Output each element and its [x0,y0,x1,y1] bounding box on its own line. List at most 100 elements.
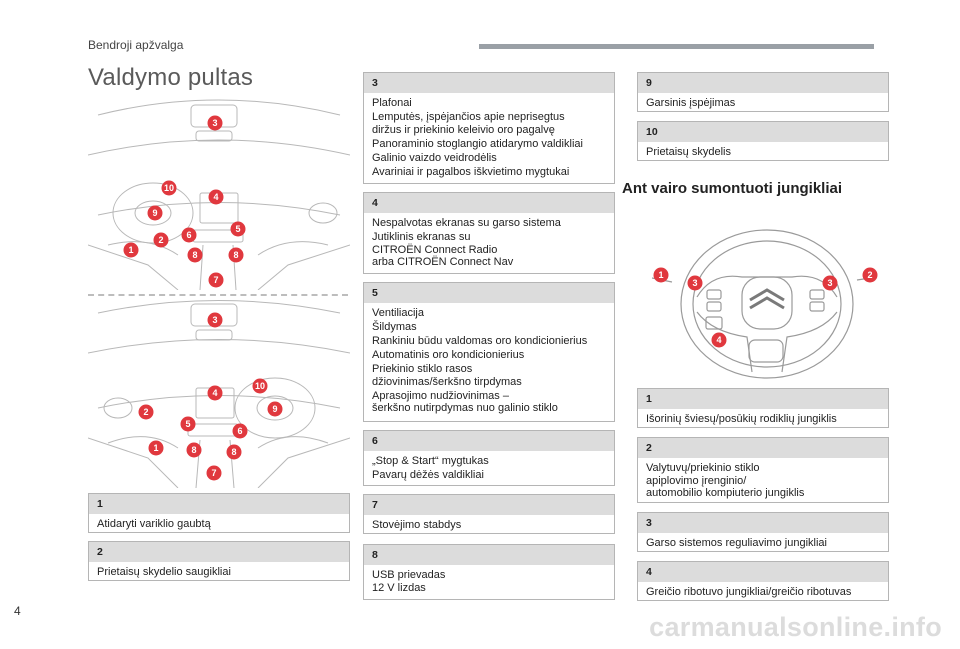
svg-text:4: 4 [213,192,218,202]
box-number: 5 [364,283,614,303]
svg-text:8: 8 [233,250,238,260]
box-number: 4 [364,193,614,213]
illustration-divider [88,294,348,296]
box-text: Stovėjimo stabdys [372,519,462,531]
svg-text:7: 7 [211,468,216,478]
steering-box-4: 4 Greičio ribotuvo jungikliai/greičio ri… [637,561,889,601]
box-number: 2 [638,438,888,458]
hotspot-badge: 8 [228,247,244,263]
hotspot-badge: 6 [232,423,248,439]
box-text: Pavarų dėžės valdikliai [372,469,484,481]
box-number: 2 [89,542,349,562]
hotspot-badge: 4 [208,189,224,205]
info-box-6: 6 „Stop & Start“ mygtukas Pavarų dėžės v… [363,430,615,486]
box-text: Lemputės, įspėjančios apie neprisegtus [372,111,565,123]
svg-text:1: 1 [153,443,158,453]
box-text: 12 V lizdas [372,581,426,594]
box-text: Garsinis įspėjimas [646,97,736,109]
box-number: 1 [89,494,349,514]
hotspot-badge: 8 [187,247,203,263]
box-number: 6 [364,431,614,451]
hotspot-badge: 8 [186,442,202,458]
svg-text:1: 1 [128,245,133,255]
svg-text:4: 4 [716,335,721,345]
box-text: „Stop & Start“ mygtukas [372,455,489,467]
svg-text:2: 2 [867,270,872,280]
info-box-4: 4 Nespalvotas ekranas su garso sistema J… [363,192,615,274]
svg-text:3: 3 [212,315,217,325]
box-text: diržus ir priekinio keleivio oro pagalvę [372,123,555,136]
steering-heading: Ant vairo sumontuoti jungikliai [622,180,843,197]
box-number: 1 [638,389,888,409]
box-text: Valytuvų/priekinio stiklo [646,462,760,474]
svg-text:10: 10 [164,183,174,193]
svg-text:9: 9 [152,208,157,218]
svg-text:6: 6 [237,426,242,436]
hotspot-badge: 10 [252,378,268,394]
box-text: Rankiniu būdu valdomas oro kondicionieri… [372,335,588,347]
hotspot-badge: 7 [208,272,224,288]
hotspot-badge: 9 [147,205,163,221]
hotspot-badge: 4 [711,332,727,348]
svg-text:2: 2 [143,407,148,417]
hotspot-badge: 5 [180,416,196,432]
hotspot-badge: 6 [181,227,197,243]
box-number: 3 [364,73,614,93]
dashboard-illustration-rhd: 3 4 10 9 2 5 6 1 8 8 7 [88,300,350,488]
info-box-7: 7 Stovėjimo stabdys [363,494,615,534]
box-text: apiplovimo įrenginio/ [646,474,747,487]
box-text: Priekinio stiklo rasos [372,363,473,375]
box-text: Garso sistemos reguliavimo jungikliai [646,537,827,549]
hotspot-badge: 1 [123,242,139,258]
hotspot-badge: 3 [822,275,838,291]
hotspot-badge: 3 [687,275,703,291]
info-box-10: 10 Prietaisų skydelis [637,121,889,161]
hotspot-badge: 7 [206,465,222,481]
box-text: Aprasojimo nudžiovinimas – [372,389,509,402]
svg-text:7: 7 [213,275,218,285]
svg-text:1: 1 [658,270,663,280]
watermark-text: carmanualsonline.info [649,612,942,642]
box-text: Atidaryti variklio gaubtą [97,518,211,530]
box-text: šerkšno nutirpdymas nuo galinio stiklo [372,402,558,414]
box-text: Automatinis oro kondicionierius [372,349,525,361]
steering-box-2: 2 Valytuvų/priekinio stiklo apiplovimo į… [637,437,889,503]
svg-text:2: 2 [158,235,163,245]
box-text: Panoraminio stoglangio atidarymo valdikl… [372,137,583,150]
page-number: 4 [14,604,21,618]
info-box-1: 1 Atidaryti variklio gaubtą [88,493,350,533]
box-number: 9 [638,73,888,93]
hotspot-badge: 5 [230,221,246,237]
svg-text:4: 4 [212,388,217,398]
top-rule [479,44,874,49]
svg-text:8: 8 [191,445,196,455]
box-text: automobilio kompiuterio jungiklis [646,487,805,499]
hotspot-badge: 10 [161,180,177,196]
box-text: Galinio vaizdo veidrodėlis [372,151,497,164]
info-box-9: 9 Garsinis įspėjimas [637,72,889,112]
svg-text:8: 8 [192,250,197,260]
box-number: 8 [364,545,614,565]
box-text: Ventiliacija [372,307,424,319]
steering-box-1: 1 Išorinių šviesų/posūkių rodiklių jungi… [637,388,889,428]
svg-text:9: 9 [272,404,277,414]
svg-text:5: 5 [185,419,190,429]
page-title: Valdymo pultas [88,64,254,91]
box-text: Jutiklinis ekranas su [372,231,471,243]
box-number: 7 [364,495,614,515]
hotspot-badge: 9 [267,401,283,417]
box-text: Plafonai [372,97,412,109]
hotspot-badge: 1 [653,267,669,283]
svg-text:6: 6 [186,230,191,240]
box-number: 10 [638,122,888,142]
svg-text:3: 3 [212,118,217,128]
svg-text:3: 3 [692,278,697,288]
dashboard-illustration-lhd: 3 10 4 9 5 6 2 1 8 8 7 [88,99,350,290]
box-text: Prietaisų skydelio saugikliai [97,566,231,578]
hotspot-badge: 8 [226,444,242,460]
box-text: Išorinių šviesų/posūkių rodiklių jungikl… [646,413,837,425]
hotspot-badge: 2 [138,404,154,420]
box-text: Greičio ribotuvo jungikliai/greičio ribo… [646,586,852,598]
box-number: 3 [638,513,888,533]
box-text: Nespalvotas ekranas su garso sistema [372,217,561,229]
